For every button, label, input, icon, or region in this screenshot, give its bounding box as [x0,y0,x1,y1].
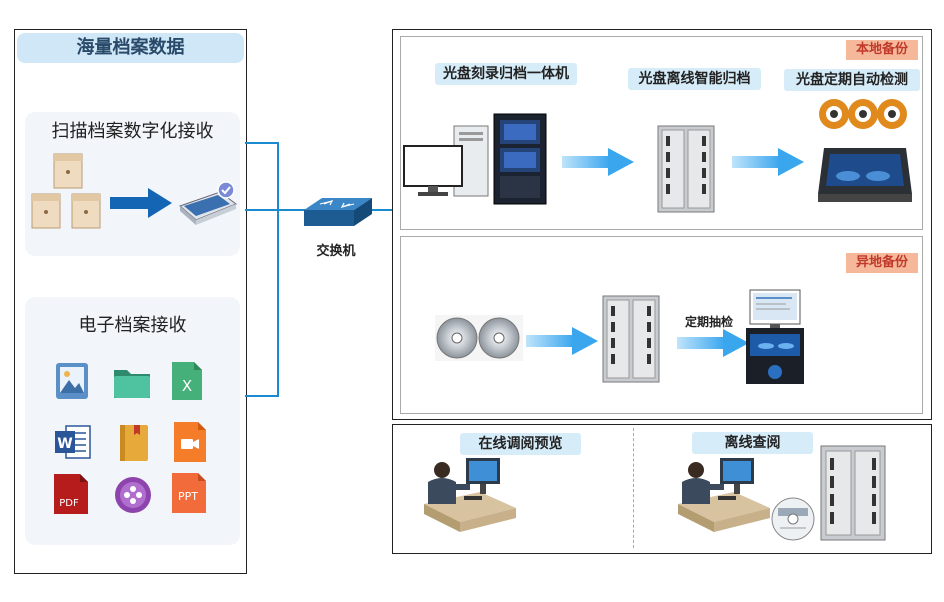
electronic-title: 电子档案接收 [78,315,187,336]
scan-title: 扫描档案数字化接收 [51,121,214,142]
remote-backup-tag: 异地备份 [846,253,918,273]
divider [633,428,634,548]
inspection-station-icon [746,289,804,384]
disc-cabinet-icon [657,125,715,213]
pdf-icon: PDF [54,474,88,514]
arrow-right-icon [526,327,598,355]
arrow-right-icon [732,148,804,176]
auto-detect-label: 光盘定期自动检测 [784,69,920,91]
excel-icon: X [172,362,202,400]
paper-boxes-icon [31,153,101,229]
connector-line [245,395,279,397]
svg-text:X: X [182,377,192,395]
folder-icon [114,370,150,398]
word-icon: W [55,425,91,459]
local-backup-tag: 本地备份 [846,40,918,60]
offline-archive-label: 光盘离线智能归档 [628,68,761,90]
connector-line [277,142,279,396]
svg-text:PPT: PPT [178,490,198,503]
svg-text:W: W [57,436,72,452]
massive-archive-header: 海量档案数据 [17,33,244,63]
video-icon [174,422,206,462]
arrow-right-icon [562,148,634,176]
switch-label: 交换机 [316,244,356,259]
image-icon [56,363,88,399]
book-icon [120,425,148,461]
user-workstation-icon [678,458,770,532]
arrow-right-icon [110,188,172,218]
scanner-icon [179,181,238,225]
media-player-icon [115,477,151,513]
connector-line [245,142,278,144]
connector-line [245,209,307,211]
disc-inspector-icon [818,148,912,202]
offline-access-label: 离线查阅 [692,432,813,454]
ppt-icon: PPT [172,473,206,513]
user-workstation-icon [424,458,516,532]
connector-line [368,209,398,211]
burn-archive-label: 光盘刻录归档一体机 [435,63,577,85]
arrow-right-icon [677,329,749,357]
periodic-check-label: 定期抽检 [684,315,733,329]
cd-discs-icon [435,315,523,361]
disc-burner-tower-icon [493,113,547,205]
online-preview-label: 在线调阅预览 [460,433,581,455]
printed-disc-icon [771,497,815,541]
disc-cabinet-icon [820,445,886,541]
computer-icon [403,125,489,197]
network-switch-icon [304,198,372,226]
disc-stack-icon [819,99,907,129]
disc-cabinet-icon [602,295,660,383]
svg-text:PDF: PDF [59,498,79,509]
